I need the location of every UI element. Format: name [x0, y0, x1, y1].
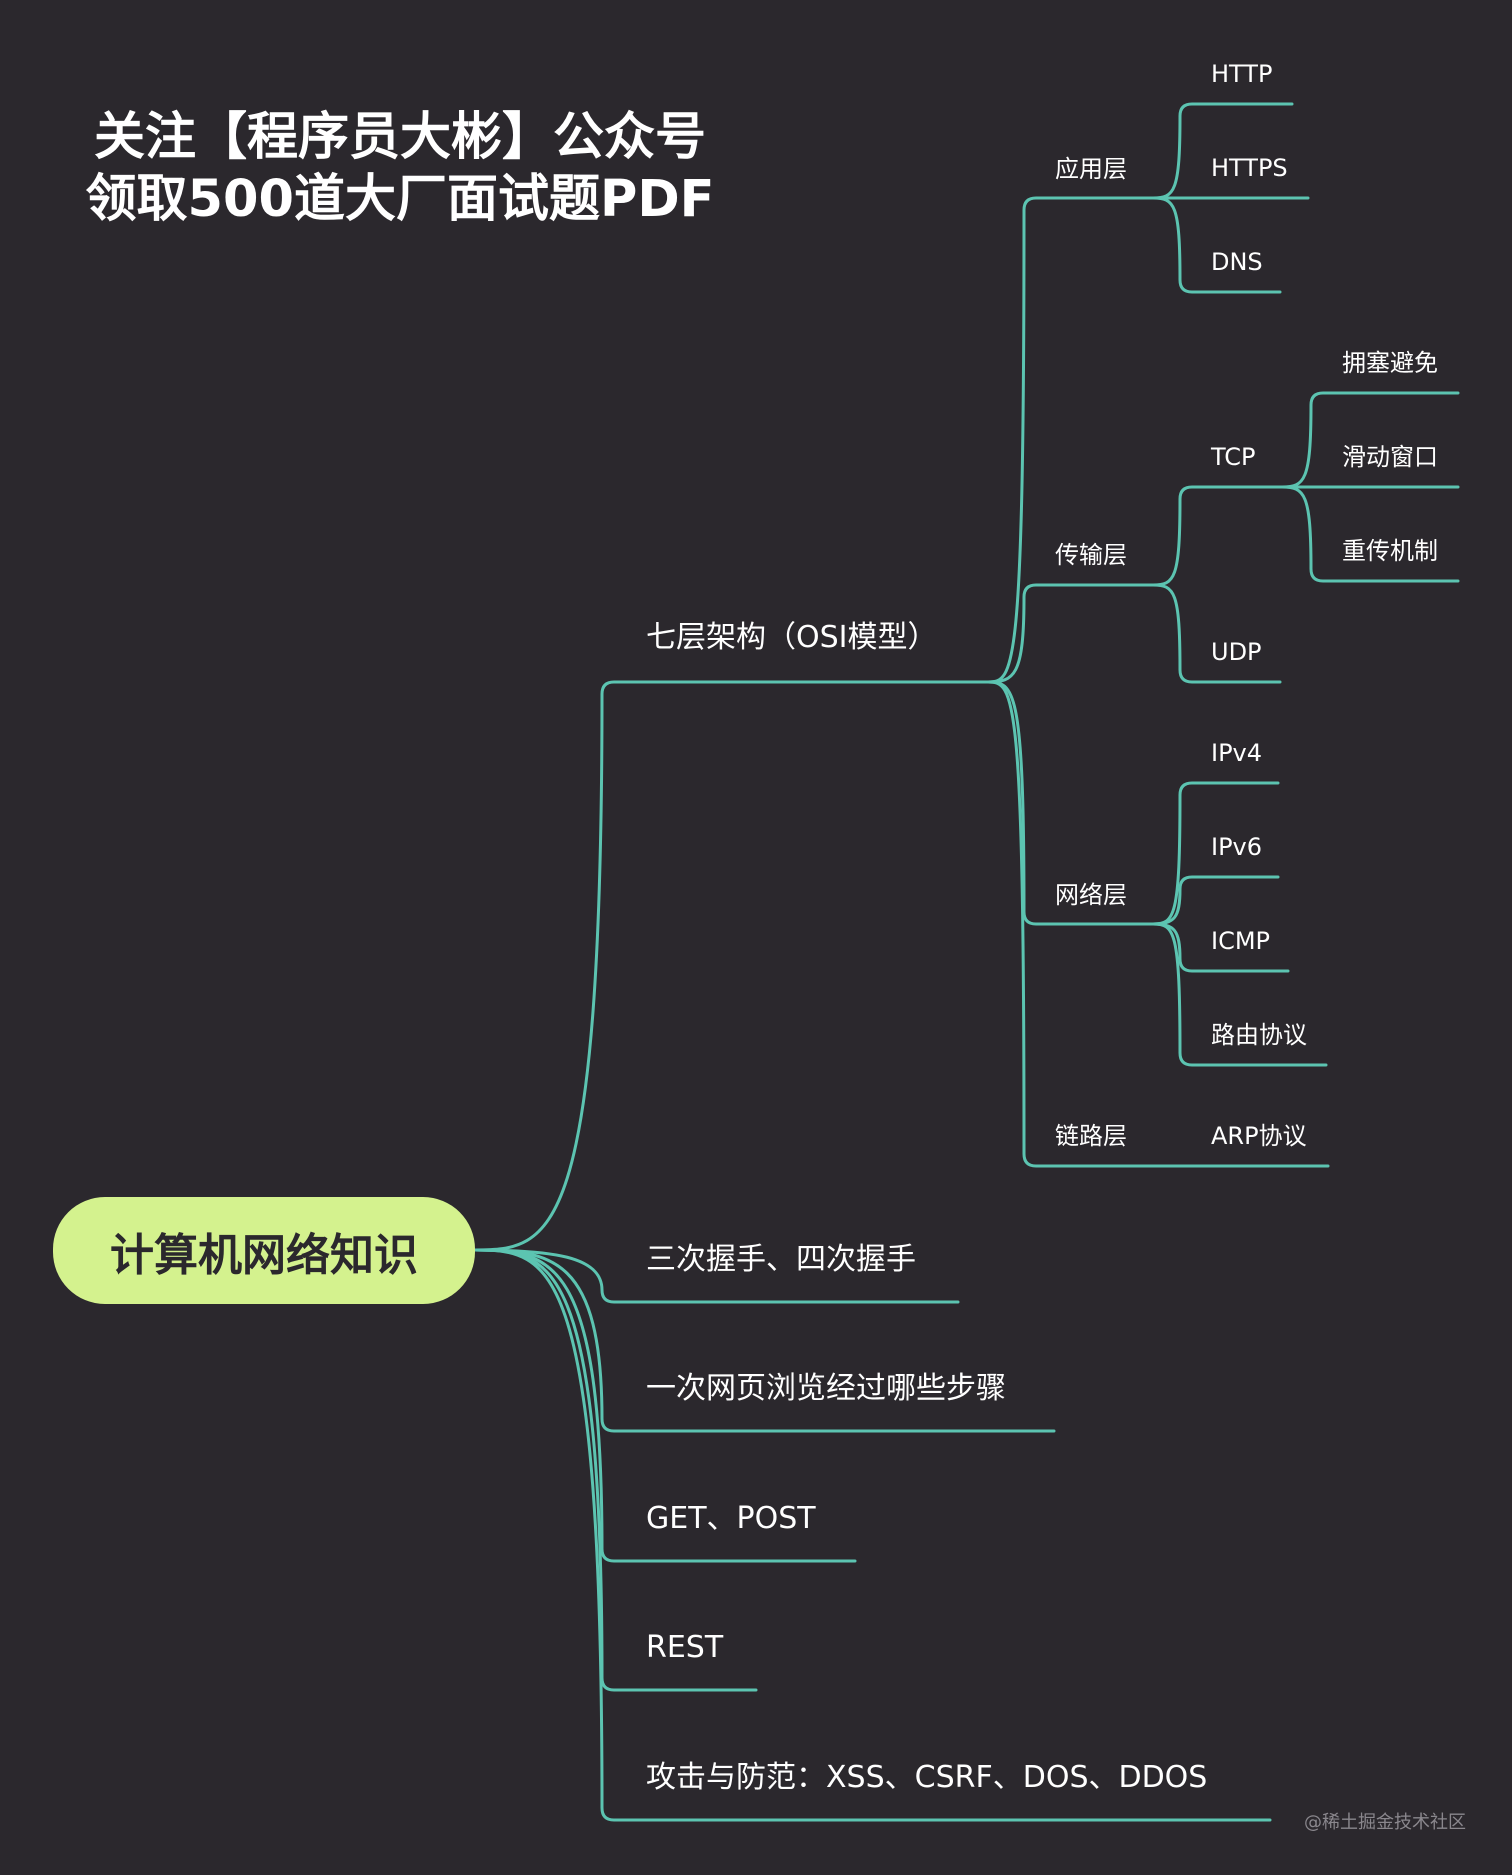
connector-rest	[473, 1248, 758, 1692]
connector-layer-transport	[986, 583, 1155, 684]
branch-handshake[interactable]: 三次握手、四次握手	[646, 1242, 916, 1277]
leaf-congestion-avoidance[interactable]: 拥塞避免	[1342, 349, 1438, 377]
promo-title-line-1: 关注【程序员大彬】公众号	[93, 108, 706, 167]
connector-osi-model	[473, 680, 990, 1252]
leaf-sliding-window[interactable]: 滑动窗口	[1342, 443, 1438, 471]
leaf-ipv6[interactable]: IPv6	[1211, 833, 1263, 861]
leaf-tcp[interactable]: TCP	[1211, 443, 1256, 471]
leaf-routing-protocol[interactable]: 路由协议	[1211, 1021, 1307, 1049]
connector-tcp	[1151, 485, 1284, 587]
leaf-udp[interactable]: UDP	[1211, 638, 1262, 666]
branch-attack-defense[interactable]: 攻击与防范：XSS、CSRF、DOS、DDOS	[646, 1760, 1208, 1795]
leaf-https[interactable]: HTTPS	[1211, 154, 1288, 182]
layer-network[interactable]: 网络层	[1055, 881, 1127, 909]
connector-congestion-avoidance	[1280, 391, 1460, 489]
layer-application[interactable]: 应用层	[1055, 155, 1127, 183]
connector-layer-application	[986, 196, 1155, 684]
layer-link[interactable]: 链路层	[1055, 1122, 1127, 1150]
leaf-icmp[interactable]: ICMP	[1211, 927, 1271, 955]
watermark: @稀土掘金技术社区	[1304, 1812, 1466, 1833]
connector-layer-link	[986, 680, 1198, 1168]
root-node[interactable]: 计算机网络知识	[53, 1197, 475, 1304]
layer-transport[interactable]: 传输层	[1055, 541, 1127, 569]
branch-get-post[interactable]: GET、POST	[646, 1501, 816, 1536]
promo-title-line-2: 领取500道大厂面试题PDF	[85, 170, 715, 229]
branch-web-browsing-steps[interactable]: 一次网页浏览经过哪些步骤	[646, 1371, 1006, 1406]
branch-rest[interactable]: REST	[646, 1630, 724, 1665]
connector-handshake	[473, 1248, 960, 1304]
connector-retransmission	[1280, 485, 1460, 583]
leaf-http[interactable]: HTTP	[1211, 60, 1273, 88]
leaf-arp-protocol[interactable]: ARP协议	[1211, 1122, 1307, 1150]
connector-attack-defense	[473, 1248, 1272, 1822]
connector-layer-network	[986, 680, 1155, 926]
connector-routing-protocol	[1151, 922, 1328, 1067]
leaf-retransmission[interactable]: 重传机制	[1342, 537, 1438, 565]
connector-icmp	[1151, 922, 1290, 973]
connector-ipv6	[1151, 875, 1280, 926]
connector-http	[1151, 102, 1294, 200]
leaf-dns[interactable]: DNS	[1211, 248, 1263, 276]
connector-udp	[1151, 583, 1282, 684]
leaf-ipv4[interactable]: IPv4	[1211, 739, 1263, 767]
branch-osi-model[interactable]: 七层架构（OSI模型）	[646, 620, 938, 655]
connector-dns	[1151, 196, 1282, 294]
